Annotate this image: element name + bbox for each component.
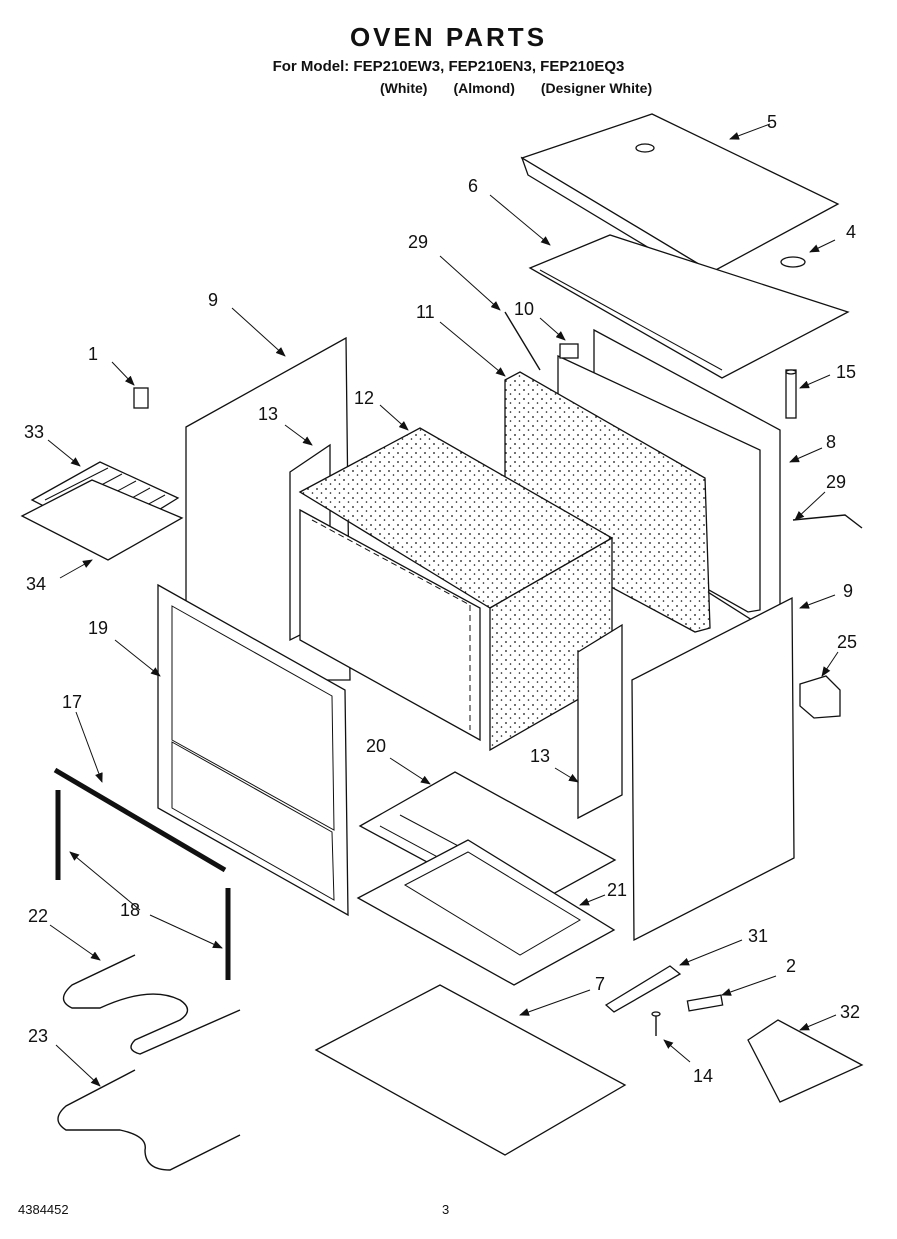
front-frame-part-19 [157, 583, 349, 917]
oven-bottom-part-21 [356, 839, 616, 986]
callout-22: 22 [28, 906, 48, 926]
bake-element-part-22 [62, 954, 241, 1055]
callout-5: 5 [767, 112, 777, 132]
page-title: OVEN PARTS [349, 22, 548, 52]
broiler-pan-part-34 [20, 479, 184, 561]
callout-17: 17 [62, 692, 82, 712]
callout-19: 19 [88, 618, 108, 638]
color-almond: (Almond) [453, 80, 515, 96]
model-list: For Model: FEP210EW3, FEP210EN3, FEP210E… [272, 58, 625, 75]
gasket-strips-part-18 [55, 790, 231, 980]
callout-9-right: 9 [843, 581, 853, 601]
color-designer-white: (Designer White) [540, 80, 653, 96]
callout-29-right: 29 [826, 472, 846, 492]
callout-8: 8 [826, 432, 836, 452]
callout-23: 23 [28, 1026, 48, 1046]
callout-25: 25 [837, 632, 857, 652]
hinge-bracket-part-31 [604, 965, 682, 1013]
callout-2: 2 [786, 956, 796, 976]
callout-7: 7 [595, 974, 605, 994]
clip-part-1 [133, 387, 149, 409]
leader-lines [47, 123, 839, 1087]
rod-part-29-right [792, 514, 863, 529]
side-panel-right-part-9 [631, 596, 795, 942]
callout-21: 21 [607, 880, 627, 900]
callout-12: 12 [354, 388, 374, 408]
callout-11: 11 [416, 302, 435, 322]
color-white: (White) [380, 80, 428, 96]
rod-part-29-top [504, 311, 541, 371]
callout-6: 6 [468, 176, 478, 196]
panel-part-6 [528, 234, 850, 379]
bracket-part-32 [747, 1019, 864, 1103]
callout-15: 15 [836, 362, 856, 382]
bracket-part-4 [780, 256, 806, 268]
clip-part-2 [686, 994, 724, 1012]
callout-31: 31 [748, 926, 768, 946]
gasket-part-17 [53, 767, 227, 873]
callout-4: 4 [846, 222, 856, 242]
post-part-15 [785, 369, 797, 419]
document-number: 4384452 [18, 1202, 69, 1217]
vent-part-10 [559, 343, 579, 359]
callout-34: 34 [26, 574, 46, 594]
callout-13-right: 13 [530, 746, 550, 766]
callout-9-left: 9 [208, 290, 218, 310]
callout-20: 20 [366, 736, 386, 756]
insulation-strip-right-part-13 [577, 623, 623, 820]
callout-18: 18 [120, 900, 140, 920]
callout-33: 33 [24, 422, 44, 442]
callout-1: 1 [88, 344, 98, 364]
callout-32: 32 [840, 1002, 860, 1022]
screw-part-14 [651, 1011, 661, 1036]
callout-13-left: 13 [258, 404, 278, 424]
broil-element-part-23 [57, 1069, 241, 1171]
bottom-panel-part-7 [314, 984, 627, 1156]
model-colors: (White) (Almond) (Designer White) [380, 80, 652, 96]
callout-10: 10 [514, 299, 534, 319]
callout-29-top: 29 [408, 232, 428, 252]
callout-14: 14 [693, 1066, 713, 1086]
page-number: 3 [442, 1202, 450, 1217]
bracket-part-25 [799, 675, 841, 719]
